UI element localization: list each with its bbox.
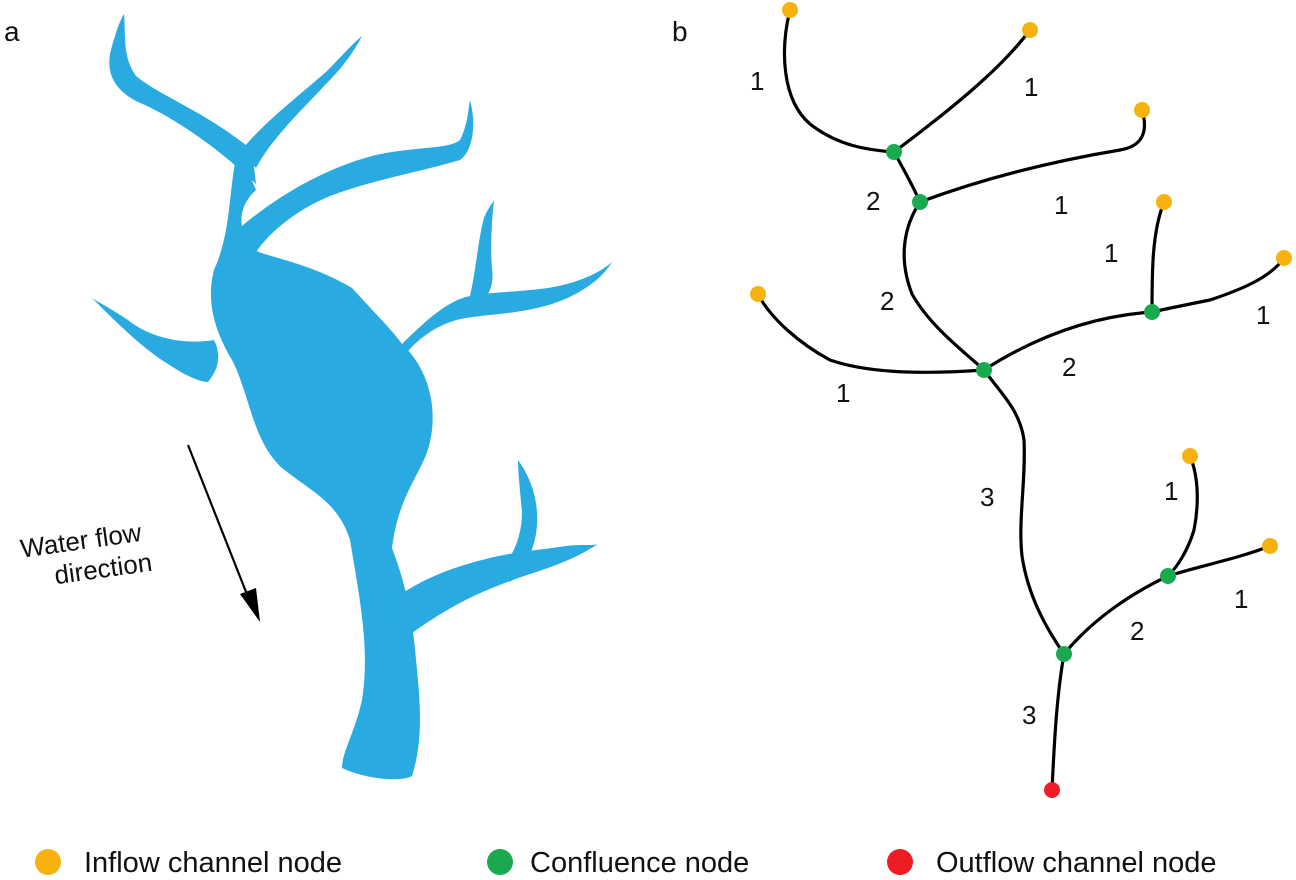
legend-label-outflow: Outflow channel node xyxy=(936,847,1217,879)
legend-label-confluence: Confluence node xyxy=(530,847,749,879)
channel-nodes xyxy=(750,2,1292,798)
stream-order-labels: 1 1 2 1 1 2 1 2 1 3 1 1 2 3 xyxy=(750,66,1270,730)
river-branch-lower-right-fork xyxy=(500,460,538,582)
confluence-node xyxy=(912,194,928,210)
river-branch-right xyxy=(400,262,612,356)
confluence-node xyxy=(1144,304,1160,320)
river-main-body xyxy=(210,148,433,780)
confluence-node xyxy=(1056,646,1072,662)
stream-order-label: 1 xyxy=(1234,584,1248,614)
stream-order-label: 2 xyxy=(880,286,894,316)
stream-order-label: 1 xyxy=(836,378,850,408)
panel-b-letter: b xyxy=(672,16,688,47)
river-branch-top-left xyxy=(109,14,257,184)
stream-order-label: 3 xyxy=(1022,700,1036,730)
panel-a: a Water flow direction xyxy=(4,14,612,780)
inflow-node xyxy=(1182,448,1198,464)
flow-direction-label: Water flow direction xyxy=(18,516,154,594)
inflow-node xyxy=(1262,538,1278,554)
stream-order-label: 2 xyxy=(1062,352,1076,382)
channel-segment xyxy=(1050,652,1066,792)
channel-segment xyxy=(1150,200,1166,314)
confluence-node xyxy=(1160,568,1176,584)
channel-segment xyxy=(892,28,1032,154)
stream-order-label: 1 xyxy=(1256,300,1270,330)
flow-direction-arrow xyxy=(186,444,260,622)
river-branch-lower-right xyxy=(392,544,598,640)
channel-segment xyxy=(1166,454,1199,578)
river-branch-top xyxy=(240,36,362,168)
panel-a-letter: a xyxy=(4,16,20,47)
stream-order-label: 2 xyxy=(1130,616,1144,646)
legend-swatch-outflow xyxy=(887,849,913,875)
inflow-node xyxy=(1022,22,1038,38)
legend-label-inflow: Inflow channel node xyxy=(84,847,342,879)
channel-segment xyxy=(1062,574,1170,656)
outflow-node xyxy=(1044,782,1060,798)
channel-segment xyxy=(782,8,896,154)
channel-segment xyxy=(1166,544,1272,578)
legend: Inflow channel node Confluence node Outf… xyxy=(35,847,1217,879)
channel-network xyxy=(756,8,1286,792)
stream-order-label: 2 xyxy=(866,186,880,216)
flow-arrow-head xyxy=(240,588,260,622)
inflow-node xyxy=(782,2,798,18)
stream-order-label: 1 xyxy=(1024,72,1038,102)
channel-segment xyxy=(1150,256,1286,314)
stream-order-label: 1 xyxy=(1164,476,1178,506)
panel-b: b 1 1 2 1 1 2 1 2 1 3 xyxy=(672,2,1292,798)
flow-arrow-shaft xyxy=(186,444,252,603)
inflow-node xyxy=(1276,250,1292,266)
channel-segment xyxy=(902,200,986,372)
stream-order-label: 1 xyxy=(1054,190,1068,220)
river-branch-left xyxy=(92,298,219,382)
channel-segment xyxy=(756,292,986,374)
legend-swatch-confluence xyxy=(487,849,513,875)
stream-order-label: 1 xyxy=(750,66,764,96)
inflow-node xyxy=(750,286,766,302)
legend-item-inflow: Inflow channel node xyxy=(35,847,342,879)
river-branch-upper-right xyxy=(228,100,474,252)
legend-item-confluence: Confluence node xyxy=(487,847,749,879)
river-branch-right-fork xyxy=(470,200,494,300)
confluence-node xyxy=(886,144,902,160)
channel-segment xyxy=(982,310,1154,372)
river-shape xyxy=(92,14,612,780)
legend-item-outflow: Outflow channel node xyxy=(887,847,1217,879)
legend-swatch-inflow xyxy=(35,849,61,875)
inflow-node xyxy=(1134,102,1150,118)
confluence-node xyxy=(976,362,992,378)
inflow-node xyxy=(1156,194,1172,210)
stream-order-label: 3 xyxy=(980,482,994,512)
channel-segment xyxy=(982,368,1066,656)
channel-segment xyxy=(892,150,922,204)
channel-segment xyxy=(918,108,1147,204)
stream-order-label: 1 xyxy=(1104,238,1118,268)
